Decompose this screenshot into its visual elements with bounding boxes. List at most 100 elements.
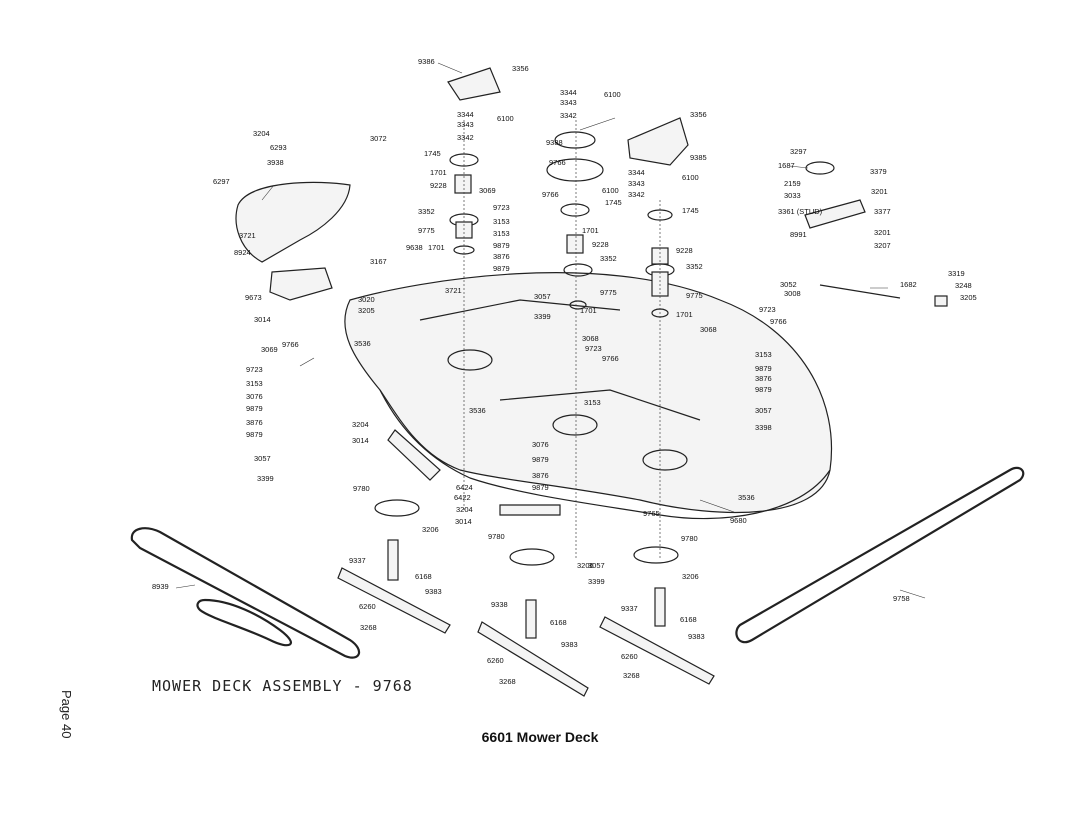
part-number-label: 3205 xyxy=(358,306,375,315)
part-number-label: 6260 xyxy=(359,602,376,611)
belt-guard-left xyxy=(235,181,351,263)
part-number-label: 6260 xyxy=(621,652,638,661)
part-number-label: 9879 xyxy=(755,385,772,394)
part-number-label: 9723 xyxy=(585,344,602,353)
part-number-label: 9780 xyxy=(353,484,370,493)
part-number-label: 9879 xyxy=(755,364,772,373)
part-number-label: 9879 xyxy=(493,241,510,250)
spindle-shaft-right xyxy=(654,587,666,627)
part-number-label: 9228 xyxy=(676,246,693,255)
part-number-label: 3536 xyxy=(354,339,371,348)
part-number-label: 2159 xyxy=(784,179,801,188)
part-number-label: 3201 xyxy=(874,228,891,237)
spindle-center xyxy=(546,120,604,560)
part-number-label: 6168 xyxy=(680,615,697,624)
belt-shield-right xyxy=(627,117,689,166)
part-number-label: 3207 xyxy=(874,241,891,250)
part-number-label: 3008 xyxy=(784,289,801,298)
part-number-label: 9879 xyxy=(246,430,263,439)
idler-arm-right xyxy=(804,199,866,229)
part-number-label: 9766 xyxy=(542,190,559,199)
part-number-label: 3361 (STUD) xyxy=(778,207,823,216)
part-number-label: 3268 xyxy=(360,623,377,632)
part-number-label: 9723 xyxy=(493,203,510,212)
part-number-label: 9337 xyxy=(349,556,366,565)
belt-9758 xyxy=(735,466,1025,644)
page-number-label: Page 40 xyxy=(59,690,74,739)
part-number-label: 3721 xyxy=(445,286,462,295)
blade-adapter-center xyxy=(509,548,555,566)
part-number-label: 3938 xyxy=(267,158,284,167)
part-number-label: 6293 xyxy=(270,143,287,152)
part-number-label: 3033 xyxy=(784,191,801,200)
part-number-label: 3057 xyxy=(534,292,551,301)
part-number-label: 1745 xyxy=(605,198,622,207)
part-number-label: 3153 xyxy=(755,350,772,359)
part-number-label: 6100 xyxy=(604,90,621,99)
part-number-label: 3014 xyxy=(352,436,369,445)
part-number-label: 3057 xyxy=(755,406,772,415)
part-number-label: 9766 xyxy=(770,317,787,326)
deck-hole-center xyxy=(552,414,598,436)
part-number-label: 9673 xyxy=(245,293,262,302)
part-number-label: 8939 xyxy=(152,582,169,591)
part-number-label: 3343 xyxy=(628,179,645,188)
part-number-label: 3268 xyxy=(499,677,516,686)
part-number-label: 1701 xyxy=(430,168,447,177)
part-number-label: 3167 xyxy=(370,257,387,266)
part-number-label: 9775 xyxy=(686,291,703,300)
part-number-label: 3342 xyxy=(457,133,474,142)
part-number-label: 3068 xyxy=(700,325,717,334)
part-number-label: 6297 xyxy=(213,177,230,186)
part-number-label: 3206 xyxy=(422,525,439,534)
part-number-label: 3204 xyxy=(456,505,473,514)
part-3319 xyxy=(934,295,948,307)
part-number-label: 3342 xyxy=(628,190,645,199)
part-number-label: 9680 xyxy=(730,516,747,525)
blade-right xyxy=(599,616,715,685)
part-number-label: 9383 xyxy=(425,587,442,596)
part-number-label: 3721 xyxy=(239,231,256,240)
part-number-label: 3536 xyxy=(738,493,755,502)
part-number-label: 3876 xyxy=(493,252,510,261)
part-number-label: 3057 xyxy=(588,561,605,570)
part-number-label: 9383 xyxy=(688,632,705,641)
part-number-label: 9388 xyxy=(546,138,563,147)
part-number-label: 3352 xyxy=(600,254,617,263)
part-number-label: 9338 xyxy=(491,600,508,609)
part-number-label: 3076 xyxy=(532,440,549,449)
part-number-label: 9765 xyxy=(643,509,660,518)
part-number-label: 3344 xyxy=(457,110,474,119)
part-number-label: 3201 xyxy=(871,187,888,196)
part-number-label: 9780 xyxy=(488,532,505,541)
part-number-label: 3352 xyxy=(686,262,703,271)
part-number-label: 1701 xyxy=(582,226,599,235)
part-number-label: 3536 xyxy=(469,406,486,415)
diagram-drawing xyxy=(130,62,1025,697)
part-number-label: 3052 xyxy=(780,280,797,289)
bracket-9673 xyxy=(269,267,333,301)
blade-center xyxy=(477,621,589,697)
part-number-label: 3876 xyxy=(246,418,263,427)
part-number-label: 9879 xyxy=(246,404,263,413)
part-number-label: 3069 xyxy=(479,186,496,195)
part-number-label: 3153 xyxy=(584,398,601,407)
part-number-label: 3377 xyxy=(874,207,891,216)
belt-shield-top xyxy=(447,67,501,101)
part-number-label: 9337 xyxy=(621,604,638,613)
blade-adapter-left xyxy=(374,499,420,517)
part-number-label: 3206 xyxy=(682,572,699,581)
part-number-label: 3204 xyxy=(253,129,270,138)
part-number-label: 8924 xyxy=(234,248,251,257)
part-number-label: 9879 xyxy=(532,483,549,492)
part-number-label: 1745 xyxy=(682,206,699,215)
part-number-label: 3344 xyxy=(560,88,577,97)
part-number-label: 3014 xyxy=(254,315,271,324)
part-labels: 9386335633443343334261003344334333426100… xyxy=(152,57,977,686)
part-number-label: 3206 xyxy=(577,561,594,570)
deck-rib xyxy=(419,299,701,421)
baffle-6424 xyxy=(387,429,441,481)
part-number-label: 3343 xyxy=(457,120,474,129)
part-number-label: 9386 xyxy=(418,57,435,66)
